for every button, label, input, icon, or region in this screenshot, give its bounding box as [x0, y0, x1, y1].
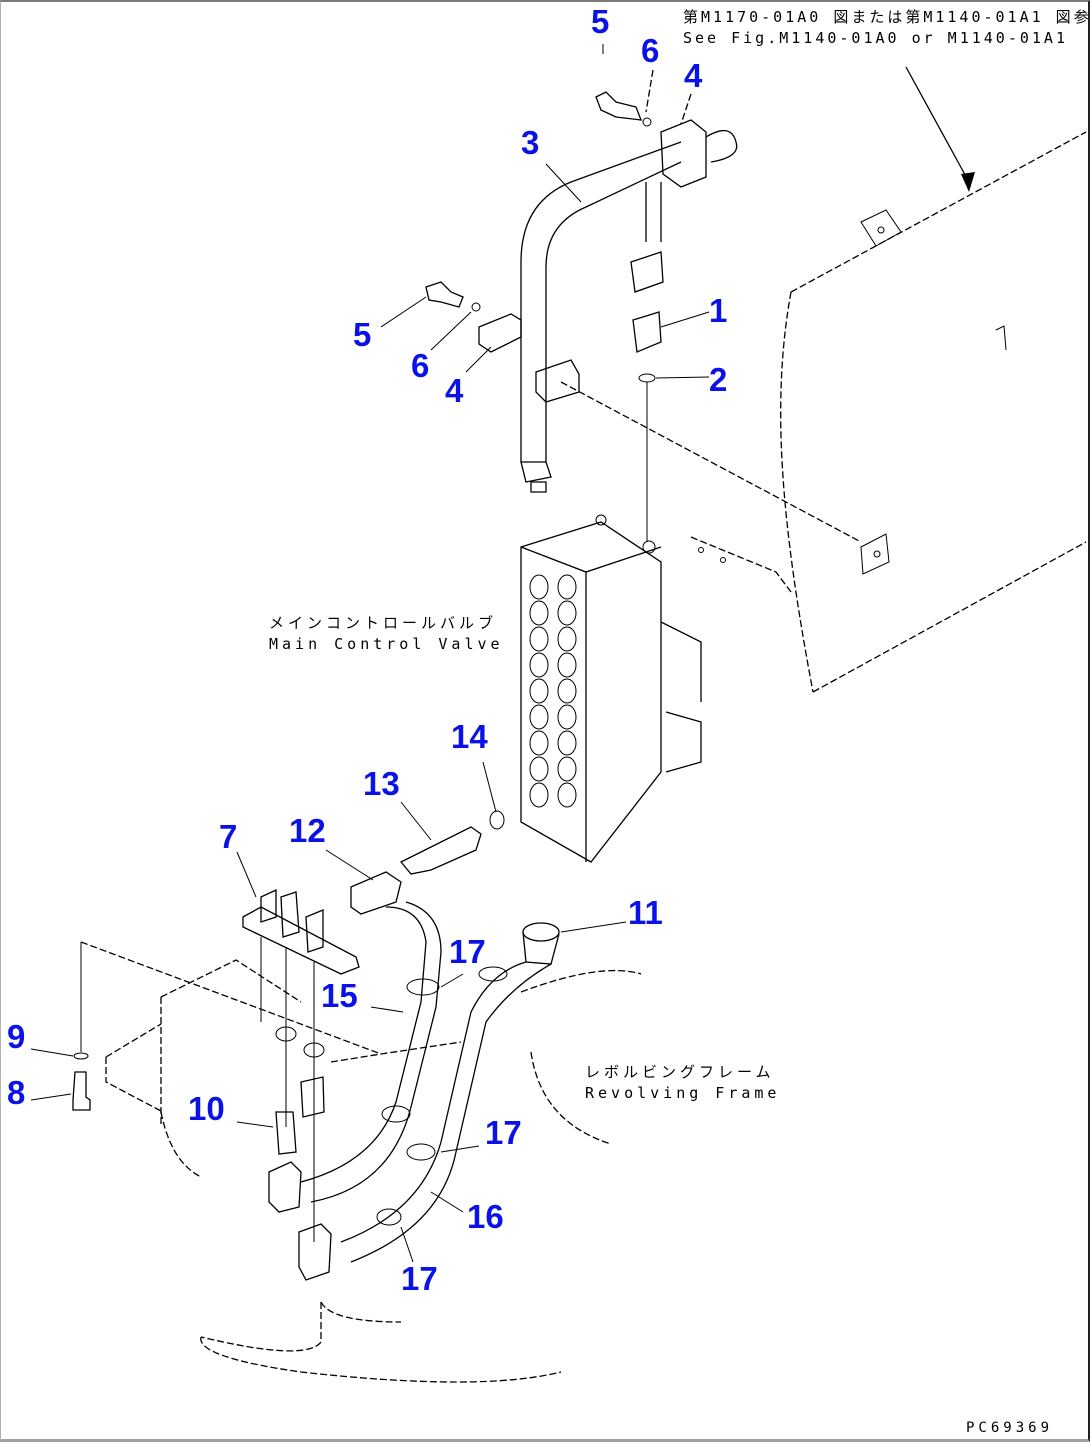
callout-6[interactable]: 6 — [411, 347, 430, 384]
callout-16[interactable]: 16 — [467, 1198, 504, 1235]
pipe-3 — [425, 91, 738, 493]
leader-lines — [30, 44, 710, 1263]
callout-5[interactable]: 5 — [353, 316, 372, 353]
valve-spool-port — [529, 704, 549, 730]
callout-13[interactable]: 13 — [363, 765, 400, 802]
callout-12[interactable]: 12 — [289, 812, 326, 849]
callout-9[interactable]: 9 — [7, 1018, 26, 1055]
main-control-valve-label: メインコントロールバルブ Main Control Valve — [269, 613, 504, 655]
callout-17[interactable]: 17 — [449, 933, 486, 970]
valve-spool-port — [529, 678, 549, 704]
block-7 — [242, 888, 360, 1242]
revolving-frame-label-jp: レボルビングフレーム — [585, 1063, 775, 1081]
main-control-valve — [520, 514, 702, 863]
valve-spool-port — [557, 730, 577, 756]
main-control-valve-label-en: Main Control Valve — [269, 635, 504, 653]
valve-spool-port — [529, 600, 549, 626]
valve-spool-port — [529, 574, 549, 600]
valve-spool-port — [557, 756, 577, 782]
main-control-valve-label-jp: メインコントロールバルブ — [269, 614, 498, 632]
valve-spool-port — [557, 652, 577, 678]
valve-spool-port — [529, 730, 549, 756]
valve-spool-port — [557, 600, 577, 626]
reference-arrow — [905, 66, 975, 192]
revolving-frame-label: レボルビングフレーム Revolving Frame — [585, 1062, 780, 1104]
bolt-8 — [72, 942, 91, 1111]
callout-3[interactable]: 3 — [521, 124, 540, 161]
reference-note-en: See Fig.M1140-01A0 or M1140-01A1 — [683, 29, 1068, 47]
callout-1[interactable]: 1 — [709, 292, 728, 329]
valve-spool-port — [529, 652, 549, 678]
valve-spool-port — [529, 756, 549, 782]
callout-11[interactable]: 11 — [628, 894, 663, 931]
callout-15[interactable]: 15 — [321, 977, 358, 1014]
reference-note: 第M1170-01A0 図または第M1140-01A1 図参照 See Fig.… — [683, 7, 1090, 49]
reference-note-jp: 第M1170-01A0 図または第M1140-01A1 図参照 — [683, 8, 1090, 26]
callout-14[interactable]: 14 — [451, 718, 488, 755]
callout-4[interactable]: 4 — [445, 372, 464, 409]
callout-7[interactable]: 7 — [219, 818, 238, 855]
hose-16 — [298, 922, 560, 1281]
callout-4[interactable]: 4 — [684, 57, 703, 94]
hose-15 — [268, 871, 442, 1213]
drawing-code: PC69369 — [966, 1420, 1054, 1436]
revolving-frame-outline — [80, 941, 642, 1383]
callout-10[interactable]: 10 — [188, 1090, 225, 1127]
callout-17[interactable]: 17 — [485, 1114, 522, 1151]
valve-spool-port — [529, 782, 549, 808]
callout-5[interactable]: 5 — [591, 3, 610, 40]
valve-spool-port — [557, 704, 577, 730]
valve-spool-port — [557, 782, 577, 808]
callout-2[interactable]: 2 — [709, 361, 728, 398]
callout-6[interactable]: 6 — [641, 32, 660, 69]
valve-spool-port — [557, 626, 577, 652]
fitting-13 — [399, 810, 505, 875]
callout-8[interactable]: 8 — [7, 1074, 26, 1111]
valve-spool-port — [529, 626, 549, 652]
cover-outline — [560, 131, 1087, 693]
callout-17[interactable]: 17 — [401, 1260, 438, 1297]
switch-1 — [632, 311, 662, 542]
revolving-frame-label-en: Revolving Frame — [585, 1084, 781, 1102]
valve-spool-port — [557, 678, 577, 704]
valve-spool-port — [557, 574, 577, 600]
